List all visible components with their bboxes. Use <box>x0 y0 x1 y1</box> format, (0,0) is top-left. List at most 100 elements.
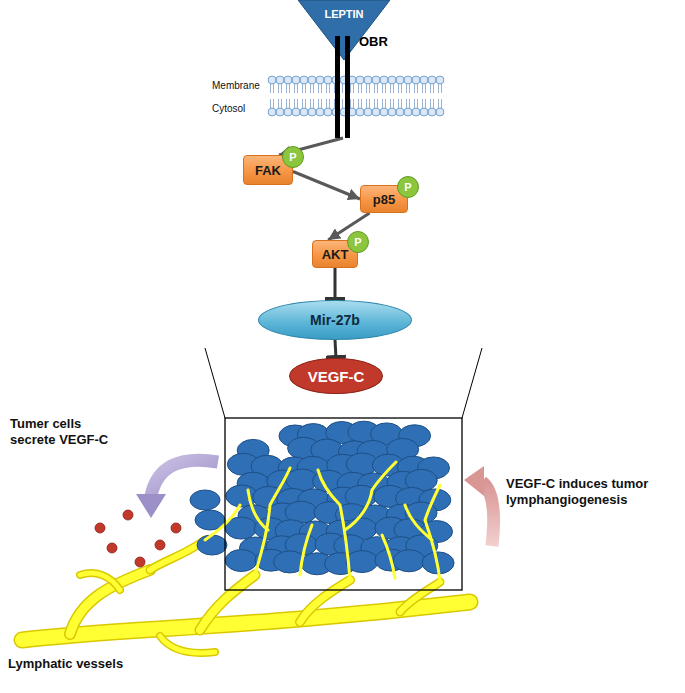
lipid-tail <box>281 84 282 93</box>
lipid-tail <box>294 84 295 93</box>
lipid-head <box>436 76 444 84</box>
lipid-head <box>332 108 340 116</box>
node-label: Mir-27b <box>310 312 360 328</box>
lipid-tail <box>398 99 399 108</box>
activation-arrow <box>279 138 343 155</box>
lipid-head <box>380 108 388 116</box>
kinase-box: FAKP <box>243 155 293 185</box>
lipid-tail <box>433 99 434 108</box>
lipid-head <box>380 76 388 84</box>
lipid-tail <box>342 84 343 93</box>
lipid-tail <box>417 84 418 93</box>
lipid-head <box>364 76 372 84</box>
phospho-circle: P <box>347 231 369 253</box>
lipid-tail <box>422 84 423 93</box>
lipid-head <box>316 108 324 116</box>
lipid-tail <box>430 84 431 93</box>
lipid-tail <box>278 99 279 108</box>
zoom-line <box>205 348 225 418</box>
node-label: P <box>354 236 361 248</box>
lipid-tail <box>390 84 391 93</box>
lipid-head <box>412 76 420 84</box>
lipid-tail <box>329 99 330 108</box>
lipid-tail <box>393 84 394 93</box>
lipid-head <box>292 76 300 84</box>
kinase-box: p85P <box>360 185 408 213</box>
activation-arrow <box>328 213 370 240</box>
lipid-head <box>308 108 316 116</box>
lipid-tail <box>345 99 346 108</box>
lipid-tail <box>390 99 391 108</box>
lipid-tail <box>425 84 426 93</box>
lipid-tail <box>286 99 287 108</box>
lipid-head <box>428 108 436 116</box>
lipid-tail <box>406 84 407 93</box>
lipid-tail <box>321 84 322 93</box>
vegf-c-dots <box>95 510 181 567</box>
lipid-tail <box>334 84 335 93</box>
lipid-head <box>276 108 284 116</box>
lipid-head <box>324 76 332 84</box>
lipid-tail <box>313 84 314 93</box>
annotation-label: Cytosol <box>212 103 272 115</box>
lipid-head <box>396 76 404 84</box>
tumor-cell <box>346 551 378 573</box>
lipid-tail <box>398 84 399 93</box>
lipid-tail <box>417 99 418 108</box>
node-label: P <box>404 181 411 193</box>
lipid-tail <box>353 99 354 108</box>
lipid-tail <box>433 84 434 93</box>
lipid-tail <box>302 84 303 93</box>
lipid-tail <box>393 99 394 108</box>
node-label: OBR <box>359 34 388 49</box>
kinase-box: AKTP <box>312 240 358 268</box>
lipid-tail <box>289 99 290 108</box>
lipid-tail <box>326 99 327 108</box>
lipid-head <box>404 108 412 116</box>
lipid-tail <box>401 84 402 93</box>
lipid-tail <box>302 99 303 108</box>
secrete-arrow <box>136 460 218 518</box>
lipid-tail <box>374 84 375 93</box>
lipid-head <box>340 76 348 84</box>
lipid-tail <box>342 99 343 108</box>
lipid-tail <box>425 99 426 108</box>
lipid-head <box>388 76 396 84</box>
lipid-head <box>308 76 316 84</box>
lipid-head <box>348 76 356 84</box>
node-label: VEGF-C <box>308 368 365 385</box>
lipid-head <box>300 76 308 84</box>
tumor-cells <box>190 421 454 575</box>
lymphatic-vessels <box>22 540 470 653</box>
receptor-bars <box>333 36 353 138</box>
lipid-tail <box>409 99 410 108</box>
tumor-cell <box>225 550 257 572</box>
lipid-head <box>348 108 356 116</box>
lipid-tail <box>430 99 431 108</box>
lipid-tail <box>409 84 410 93</box>
inhibition-connector <box>334 340 338 358</box>
lipid-head <box>292 108 300 116</box>
ligand-triangle: LEPTIN <box>298 0 390 60</box>
inhibition-connector <box>334 268 337 300</box>
annotation-label: Membrane <box>212 80 272 92</box>
lipid-tail <box>377 99 378 108</box>
lipid-tail <box>318 99 319 108</box>
lipid-tail <box>369 84 370 93</box>
lipid-head <box>428 76 436 84</box>
lipid-head <box>356 108 364 116</box>
lipid-tail <box>361 99 362 108</box>
lipid-membrane <box>268 76 444 116</box>
tumor-cell <box>190 490 220 510</box>
lipid-head <box>316 76 324 84</box>
lipid-tail <box>270 99 271 108</box>
node-label: AKT <box>322 247 349 262</box>
lipid-head <box>324 108 332 116</box>
lipid-tail <box>286 84 287 93</box>
lipid-tail <box>337 84 338 93</box>
lipid-head <box>364 108 372 116</box>
lipid-head <box>404 76 412 84</box>
lipid-head <box>396 108 404 116</box>
tumor-cell <box>197 535 227 555</box>
